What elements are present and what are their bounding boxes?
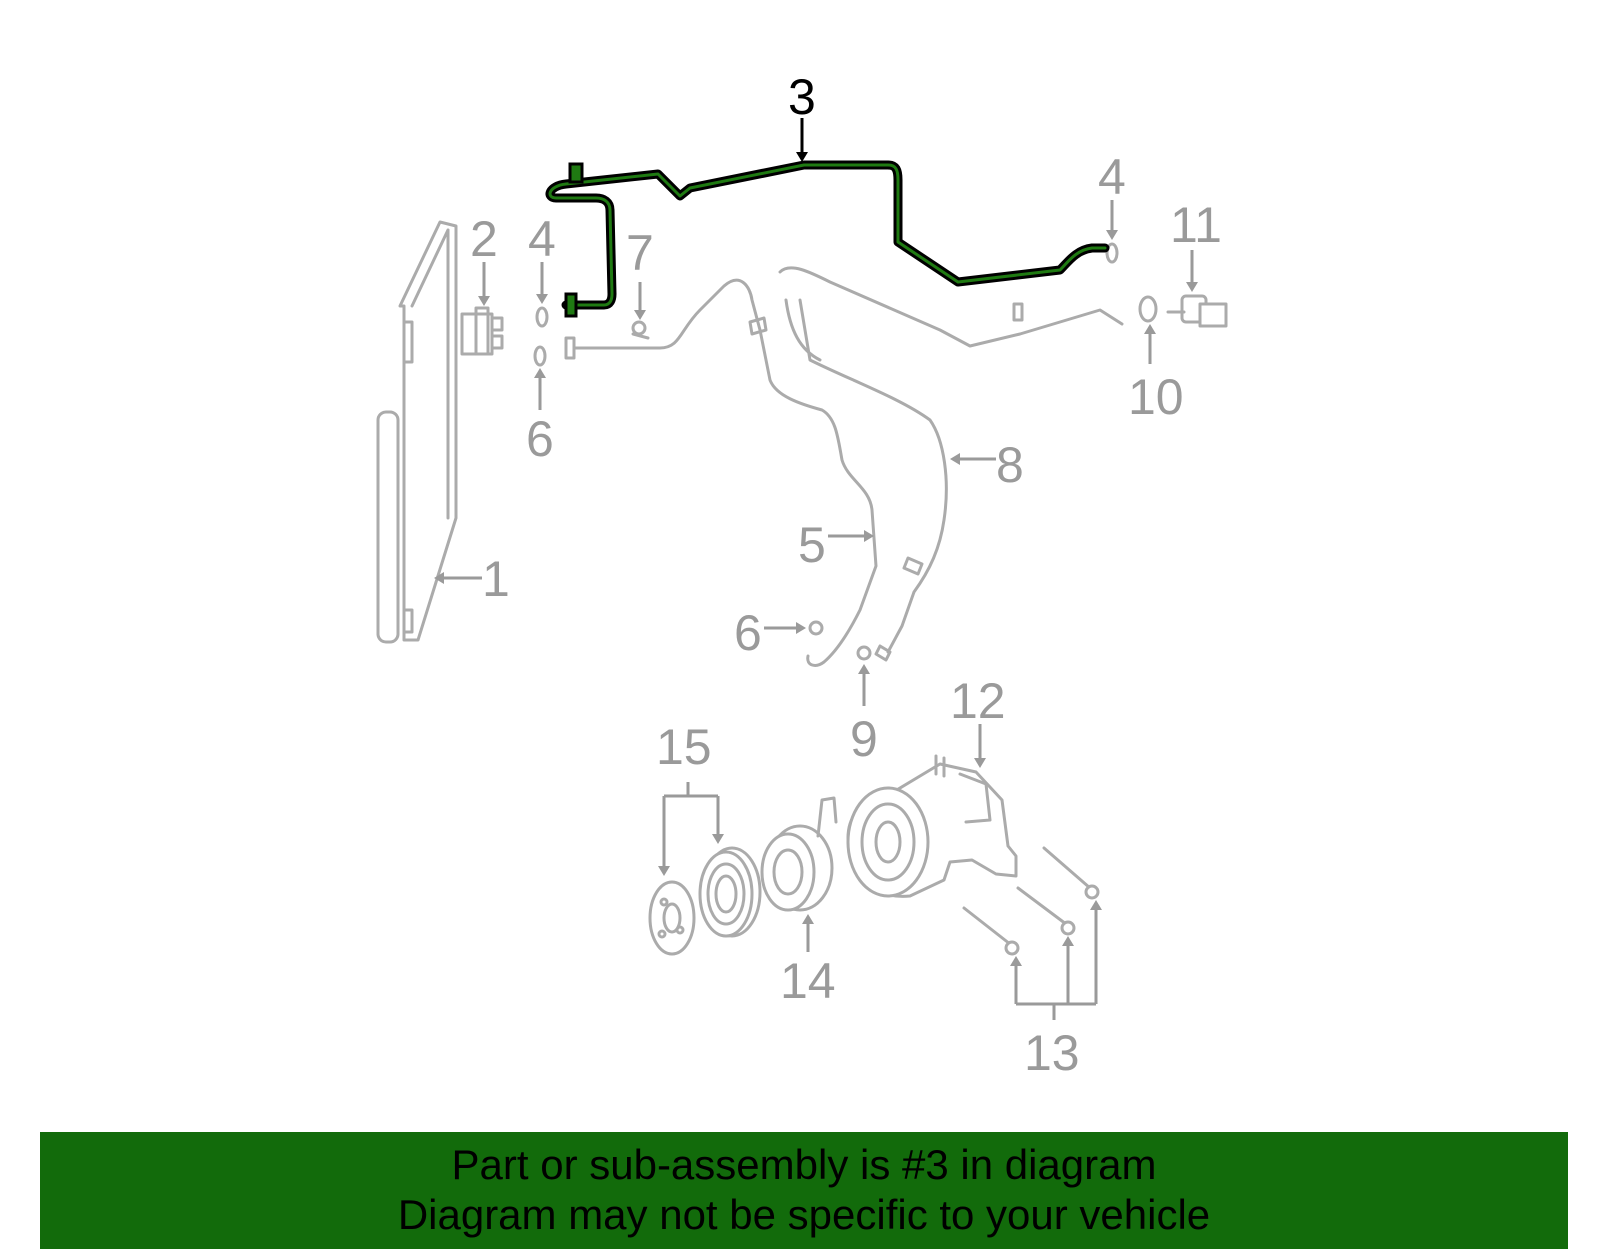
callout-13: 13 <box>1024 1025 1080 1081</box>
o-ring-6-right[interactable] <box>808 620 824 636</box>
callout-14: 14 <box>780 953 836 1009</box>
o-ring-4-left[interactable] <box>535 306 549 328</box>
hose-5[interactable] <box>564 278 878 667</box>
callout-8: 8 <box>996 437 1024 493</box>
clutch-plate-15[interactable] <box>648 880 696 956</box>
callout-9: 9 <box>850 711 878 767</box>
leader-13 <box>1014 906 1098 1020</box>
callout-5: 5 <box>798 517 826 573</box>
bracket-part[interactable] <box>460 306 504 356</box>
callout-1: 1 <box>482 551 510 607</box>
info-banner: Part or sub-assembly is #3 in diagram Di… <box>40 1132 1568 1249</box>
hose-8[interactable] <box>778 266 1124 662</box>
o-ring-10[interactable] <box>1138 295 1158 323</box>
valve-11[interactable] <box>1166 294 1228 328</box>
pulley-15[interactable] <box>698 846 762 938</box>
field-coil-14[interactable] <box>760 796 838 912</box>
callout-4-left: 4 <box>528 211 556 267</box>
callout-15: 15 <box>656 719 712 775</box>
o-ring-9[interactable] <box>856 645 872 661</box>
o-ring-4-right[interactable] <box>1105 242 1119 264</box>
banner-line-2: Diagram may not be specific to your vehi… <box>397 1191 1211 1238</box>
o-ring-6-left[interactable] <box>533 345 547 367</box>
callout-6-right: 6 <box>734 605 762 661</box>
callout-3: 3 <box>788 69 816 125</box>
callout-2: 2 <box>470 211 498 267</box>
leader-15 <box>662 782 720 870</box>
ac-line-part-3[interactable] <box>545 160 1110 318</box>
callout-7: 7 <box>626 225 654 281</box>
callout-6-left: 6 <box>526 411 554 467</box>
compressor-12[interactable] <box>846 754 1018 898</box>
banner-line-1: Part or sub-assembly is #3 in diagram <box>451 1141 1157 1188</box>
clip-7[interactable] <box>631 320 650 340</box>
callout-12: 12 <box>950 673 1006 729</box>
bolts-13[interactable] <box>962 846 1100 956</box>
callout-4-right: 4 <box>1098 149 1126 205</box>
callout-10: 10 <box>1128 369 1184 425</box>
callout-11: 11 <box>1170 197 1222 253</box>
